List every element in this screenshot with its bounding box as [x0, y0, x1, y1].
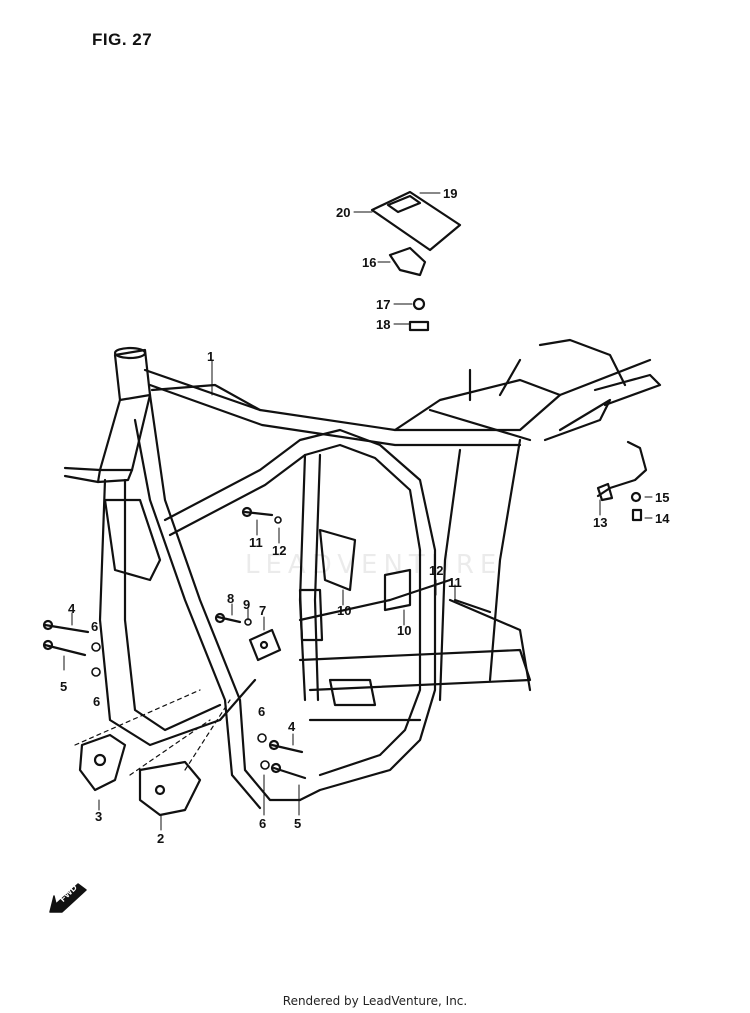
callout-14: 14 — [655, 511, 670, 526]
callout-4: 4 — [288, 719, 296, 734]
main-loop — [163, 428, 437, 802]
part-3-plate — [78, 733, 127, 792]
callout-15: 15 — [655, 490, 670, 505]
figure-title: FIG. 27 — [92, 30, 153, 49]
callout-8: 8 — [227, 591, 235, 606]
callout-5: 5 — [60, 679, 68, 694]
callout-10: 10 — [397, 623, 412, 638]
callout-6: 6 — [258, 704, 266, 719]
locator-lines — [74, 689, 231, 776]
callout-19: 19 — [443, 186, 458, 201]
callout-18: 18 — [376, 317, 391, 332]
watermark-text: LEADVENTURE — [245, 550, 503, 580]
rear-loop — [468, 338, 662, 442]
callout-7: 7 — [259, 603, 267, 618]
callout-1: 1 — [207, 349, 215, 364]
part-7-bracket — [248, 628, 282, 662]
callout-4: 4 — [68, 601, 76, 616]
callout-12: 12 — [429, 563, 444, 578]
callout-9: 9 — [243, 597, 251, 612]
callout-11: 11 — [249, 535, 263, 550]
seat-bracket — [370, 190, 462, 332]
callout-5: 5 — [294, 816, 302, 831]
callout-6: 6 — [91, 619, 99, 634]
callout-20: 20 — [336, 205, 351, 220]
callout-6: 6 — [93, 694, 101, 709]
callout-17: 17 — [376, 297, 391, 312]
callout-16: 16 — [362, 255, 377, 270]
callout-11: 11 — [448, 575, 462, 590]
rear-bracket — [596, 440, 648, 522]
top-rails — [143, 358, 652, 447]
forward-arrow-icon — [49, 883, 87, 913]
callout-3: 3 — [95, 809, 103, 824]
callout-2: 2 — [157, 831, 165, 846]
lower-crossmembers — [298, 578, 532, 722]
callout-6: 6 — [259, 816, 267, 831]
footer-credit: Rendered by LeadVenture, Inc. — [282, 994, 468, 1008]
head-tube — [63, 346, 152, 484]
bolts-center — [268, 598, 492, 780]
washers — [91, 516, 282, 770]
leader-lines — [63, 192, 653, 831]
bolts-left — [42, 506, 274, 657]
callout-12: 12 — [272, 543, 287, 558]
callout-10: 10 — [337, 603, 352, 618]
part-2-plate — [138, 760, 202, 817]
gussets — [103, 498, 412, 707]
callout-13: 13 — [593, 515, 608, 530]
